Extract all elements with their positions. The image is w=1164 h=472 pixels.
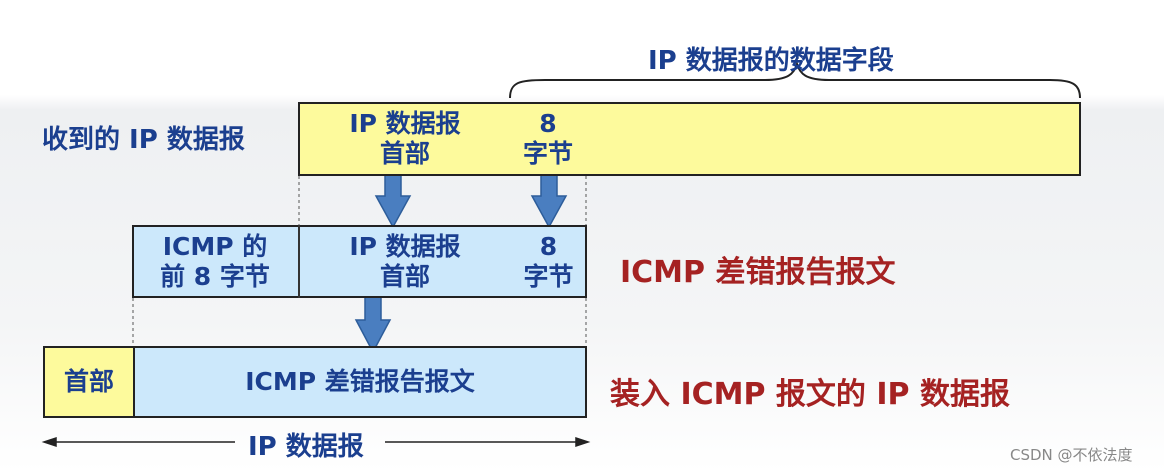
row1-bytes-cell: 8 字节 xyxy=(510,102,586,176)
row3-header-cell: 首部 xyxy=(43,346,135,418)
row2-icmp-first-bytes-cell: ICMP 的 前 8 字节 xyxy=(132,225,300,298)
ip-datagram-length-label: IP 数据报 xyxy=(248,432,364,462)
row2-message-box xyxy=(132,225,587,298)
arrowhead-right-icon xyxy=(575,436,591,448)
data-field-label: IP 数据报的数据字段 xyxy=(648,46,894,76)
row1-datagram-box xyxy=(298,102,1081,176)
icmp-error-report-label: ICMP 差错报告报文 xyxy=(620,255,896,290)
row2-icmp-first-bytes-text: ICMP 的 前 8 字节 xyxy=(160,231,270,291)
row2-bytes-cell-text: 8 字节 xyxy=(523,231,574,291)
row2-header-cell: IP 数据报 首部 xyxy=(300,225,510,298)
row3-header-cell-text: 首部 xyxy=(63,367,114,396)
row2-bytes-cell: 8 字节 xyxy=(510,225,587,298)
row1-bytes-cell-text: 8 字节 xyxy=(522,109,573,168)
arrowhead-left-icon xyxy=(41,436,57,448)
watermark-text: CSDN @不依法度 xyxy=(1010,446,1133,464)
data-field-brace xyxy=(509,60,1081,99)
row1-header-cell-text: IP 数据报 首部 xyxy=(349,109,461,168)
row3-body-cell-text: ICMP 差错报告报文 xyxy=(245,367,475,396)
row1-header-cell: IP 数据报 首部 xyxy=(298,102,510,176)
down-arrow-icon xyxy=(530,171,568,229)
ip-datagram-with-icmp-label: 装入 ICMP 报文的 IP 数据报 xyxy=(610,377,1010,412)
row2-header-cell-text: IP 数据报 首部 xyxy=(349,231,461,291)
row3-body-cell: ICMP 差错报告报文 xyxy=(133,346,587,418)
down-arrow-icon xyxy=(374,171,412,229)
down-arrow-icon xyxy=(354,294,392,354)
received-ip-datagram-label: 收到的 IP 数据报 xyxy=(42,125,245,155)
